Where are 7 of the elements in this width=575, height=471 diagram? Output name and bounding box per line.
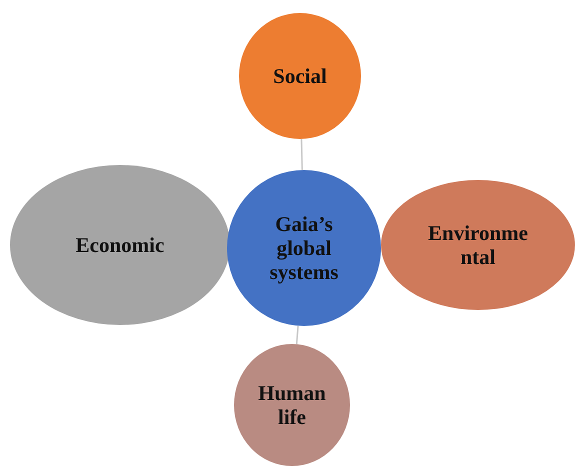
topic-label: Human life [257, 380, 327, 430]
connector-line [300, 138, 303, 170]
topic-label: Social [272, 64, 328, 88]
topic-label: Economic [74, 232, 166, 258]
topic-label: Gaia’s global systems [268, 212, 340, 284]
connector-line [296, 326, 299, 344]
topic-label: Environmental [427, 220, 529, 270]
